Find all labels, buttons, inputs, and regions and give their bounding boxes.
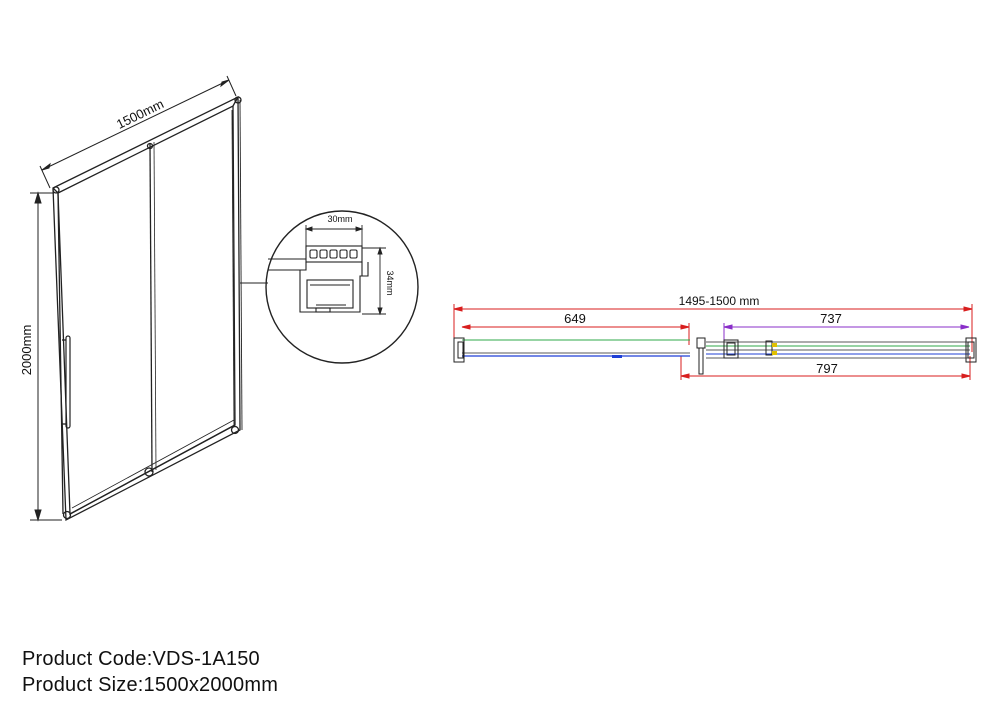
width-dimension [39,75,237,189]
overall-width-label: 1495-1500 mm [679,294,760,308]
profile-height-label: 34mm [385,270,395,295]
left-panel-label: 649 [564,311,586,326]
product-code: Product Code:VDS-1A150 [22,648,260,670]
door-inner-frame [57,104,236,516]
profile-width-label: 30mm [327,214,352,224]
roller-bottom [144,467,154,477]
height-label: 2000mm [19,325,34,376]
product-size: Product Size:1500x2000mm [22,674,279,696]
door-handle [65,335,71,429]
detail-circle [265,210,419,364]
bottom-overlap-label: 797 [816,361,838,376]
profile-detail: 30mm 34mm [265,210,419,364]
door-outer-frame [52,95,241,522]
height-dimension [30,191,62,522]
door-elevation [52,95,243,522]
plan-view [453,304,977,380]
panel-divider [149,143,153,473]
roller-top [146,142,154,150]
right-panel-label: 737 [820,311,842,326]
